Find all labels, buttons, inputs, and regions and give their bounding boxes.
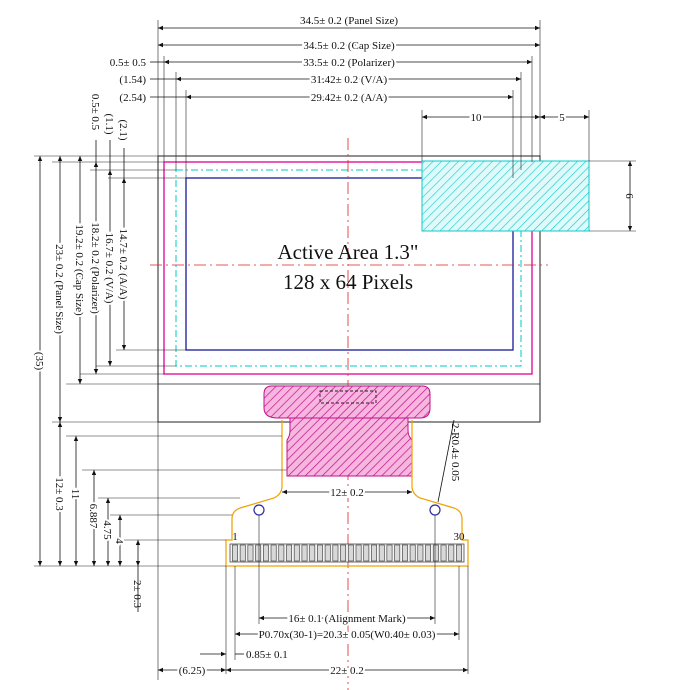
fpc-pad <box>239 544 246 562</box>
fpc-pad <box>340 544 347 562</box>
dim-corner-6-label: 6 <box>623 193 635 199</box>
dim-fpc-2-label: 2± 0.3 <box>131 580 143 609</box>
dim-left-offset-154: (1.54) <box>119 74 146 86</box>
dim-polarizer-height-label: 18.2± 0.2 (Polarizer) <box>89 222 101 314</box>
dim-aa-width-label: 29.42± 0.2 (A/A) <box>311 92 388 104</box>
fpc-pad <box>440 544 447 562</box>
dim-fpc-475-label: 4.75 <box>101 520 113 540</box>
dim-left-offset-05: 0.5± 0.5 <box>110 57 147 69</box>
fpc-pad <box>394 544 401 562</box>
fpc-pad <box>347 544 354 562</box>
dim-alignment-mark-label: 16± 0.1 (Alignment Mark) <box>288 613 406 625</box>
fpc-pad <box>262 544 269 562</box>
fpc-pad <box>371 544 377 562</box>
fpc-pad <box>378 544 385 562</box>
fpc-pad <box>293 544 300 562</box>
fpc-pad <box>386 544 393 562</box>
fpc-pad <box>270 544 277 562</box>
dim-fpc-22-label: 22± 0.2 <box>330 665 364 677</box>
fpc-pad <box>278 544 285 562</box>
fpc-outline <box>225 420 469 567</box>
pin-30-label: 30 <box>454 531 466 543</box>
fpc-pad <box>456 544 462 562</box>
alignment-mark-right <box>429 504 441 516</box>
dim-fpc-6887-label: 6.887 <box>87 504 99 529</box>
dim-va-width-label: 31.42± 0.2 (V/A) <box>311 74 388 86</box>
fpc-pad <box>309 544 316 562</box>
dim-aa-height-label: 14.7± 0.2 (A/A) <box>117 229 129 300</box>
dim-fpc-11-label: 11 <box>69 489 81 500</box>
alignment-mark-left <box>253 504 265 516</box>
dim-top-offset-11: (1.1) <box>103 113 115 134</box>
fpc-pad <box>232 544 238 562</box>
pin-1-label: 1 <box>232 531 238 543</box>
fpc: 1 30 <box>225 420 469 567</box>
fpc-pad <box>432 544 439 562</box>
dim-corner-10-label: 10 <box>471 112 483 124</box>
dim-cap-width-label: 34.5± 0.2 (Cap Size) <box>303 40 395 52</box>
top-dimensions: 34.5± 0.2 (Panel Size) 34.5± 0.2 (Cap Si… <box>110 15 636 232</box>
fpc-pad <box>448 544 455 562</box>
radius-leader <box>437 419 455 503</box>
driver-ic-area <box>263 385 431 477</box>
active-area-outline <box>185 177 514 351</box>
fpc-pad <box>417 544 424 562</box>
fpc-pad <box>247 544 254 562</box>
dim-pad-085-label: 0.85± 0.1 <box>246 649 288 661</box>
dim-fpc-12-label: 12± 0.3 <box>53 477 65 511</box>
fpc-pad <box>301 544 308 562</box>
dim-polarizer-width-label: 33.5± 0.2 (Polarizer) <box>303 57 395 69</box>
dim-neck-12-label: 12± 0.2 <box>330 487 364 499</box>
dim-radius-label: 2-R0.4± 0.05 <box>449 423 461 482</box>
fpc-pad <box>425 544 431 562</box>
left-dimensions: 0.5± 0.5 (1.1) (2.1) 14.7± 0.2 (A/A) 16.… <box>31 94 287 612</box>
pixel-count-title: 128 x 64 Pixels <box>283 270 413 294</box>
fpc-pads <box>232 544 462 562</box>
fpc-pad <box>402 544 408 562</box>
fpc-pad <box>332 544 339 562</box>
dim-pitch-label: P0.70x(30-1)=20.3± 0.05(W0.40± 0.03) <box>259 629 436 641</box>
active-area-title: Active Area 1.3" <box>278 240 419 264</box>
dim-panel-height-label: 23± 0.2 (Panel Size) <box>53 244 65 334</box>
dim-total-height-label: (35) <box>33 352 45 371</box>
dim-corner-5-label: 5 <box>559 112 565 124</box>
dim-va-height-label: 16.7± 0.2 (V/A) <box>103 233 115 304</box>
fpc-pad <box>409 544 416 562</box>
dim-offset-625-label: (6.25) <box>179 665 206 677</box>
fpc-pad <box>286 544 292 562</box>
driver-ic <box>319 390 377 404</box>
dim-panel-width-label: 34.5± 0.2 (Panel Size) <box>300 15 398 27</box>
fpc-stiffener <box>286 417 413 477</box>
fpc-dimensions: 12± 0.2 2-R0.4± 0.05 16± 0.1 (Alignment … <box>157 419 469 680</box>
fpc-pad <box>363 544 370 562</box>
dim-cap-height-label: 19.2± 0.2 (Cap Size) <box>73 224 85 316</box>
fpc-pad <box>355 544 362 562</box>
ic-bond-area <box>263 385 431 419</box>
corner-detail-box <box>421 160 590 232</box>
fpc-pad <box>317 544 323 562</box>
dim-top-offset-05: 0.5± 0.5 <box>89 94 101 131</box>
dim-left-offset-254: (2.54) <box>119 92 146 104</box>
dim-fpc-4-label: 4 <box>113 538 125 544</box>
fpc-pad <box>255 544 262 562</box>
fpc-pad <box>324 544 331 562</box>
dim-top-offset-21: (2.1) <box>117 119 129 140</box>
